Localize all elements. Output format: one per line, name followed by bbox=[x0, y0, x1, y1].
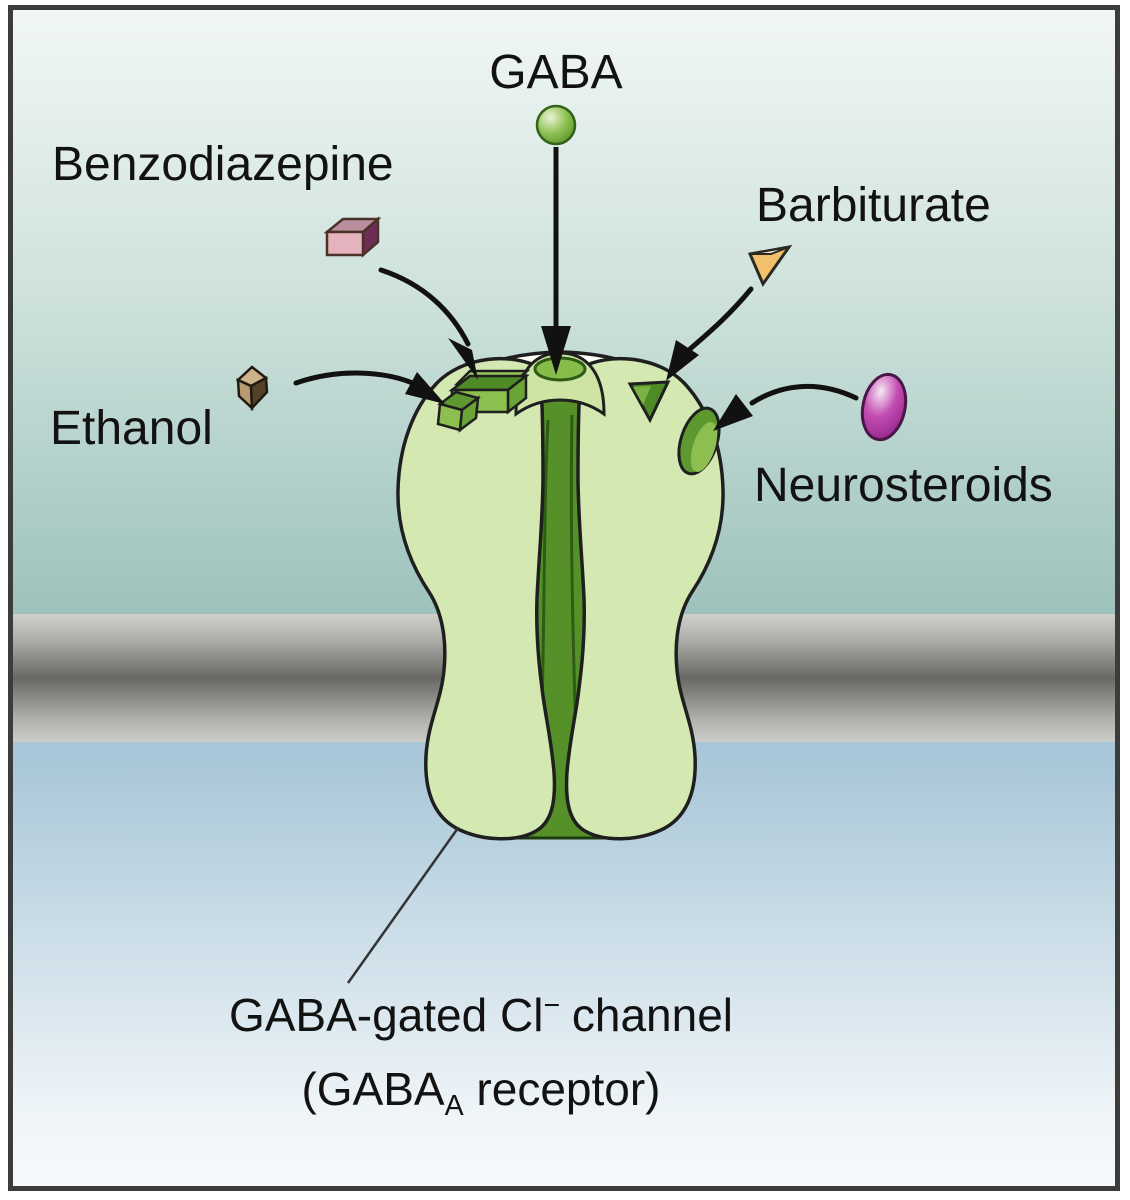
gaba-molecule-icon bbox=[535, 104, 577, 146]
neurosteroid-molecule-icon bbox=[860, 372, 908, 442]
receptor-left-lobe bbox=[396, 356, 557, 841]
neurosteroid-arrow bbox=[749, 383, 859, 406]
neurosteroid-arrowhead-icon bbox=[713, 394, 753, 431]
caption-chloride-minus: − bbox=[543, 989, 560, 1022]
barbiturate-molecule-icon bbox=[747, 244, 793, 288]
barbiturate-binding-site bbox=[627, 380, 671, 424]
caption-channel-prefix: GABA-gated Cl bbox=[228, 989, 544, 1041]
ethanol-molecule-icon bbox=[235, 365, 269, 412]
gaba-arrowhead-icon bbox=[541, 326, 571, 375]
benzodiazepine-arrowhead-icon bbox=[448, 338, 478, 380]
barbiturate-arrow bbox=[687, 286, 754, 352]
caption-receptor-prefix: (GABA bbox=[301, 1063, 445, 1115]
ethanol-binding-site bbox=[436, 390, 481, 433]
ethanol-arrowhead-icon bbox=[405, 372, 445, 404]
gaba-a-receptor bbox=[396, 350, 725, 841]
label-ethanol: Ethanol bbox=[50, 402, 213, 455]
benzodiazepine-arrow bbox=[378, 267, 471, 347]
caption-channel: GABA-gated Cl− channel bbox=[226, 988, 736, 1042]
label-neurosteroids: Neurosteroids bbox=[754, 459, 1053, 512]
arrows bbox=[293, 147, 859, 431]
caption-leader-line bbox=[346, 827, 460, 984]
figure-frame bbox=[8, 5, 1120, 1191]
benzodiazepine-molecule-icon bbox=[323, 216, 382, 258]
caption-receptor-subscript: A bbox=[444, 1090, 464, 1123]
label-gaba: GABA bbox=[489, 46, 623, 99]
barbiturate-arrowhead-icon bbox=[666, 340, 699, 381]
receptor-right-lobe bbox=[564, 356, 725, 841]
label-barbiturate: Barbiturate bbox=[756, 179, 991, 232]
caption-channel-suffix: channel bbox=[559, 989, 734, 1041]
caption-receptor-suffix: receptor) bbox=[463, 1063, 661, 1115]
label-benzodiazepine: Benzodiazepine bbox=[52, 138, 394, 191]
neurosteroid-binding-site bbox=[677, 406, 721, 476]
caption-receptor: (GABAA receptor) bbox=[226, 1062, 736, 1123]
